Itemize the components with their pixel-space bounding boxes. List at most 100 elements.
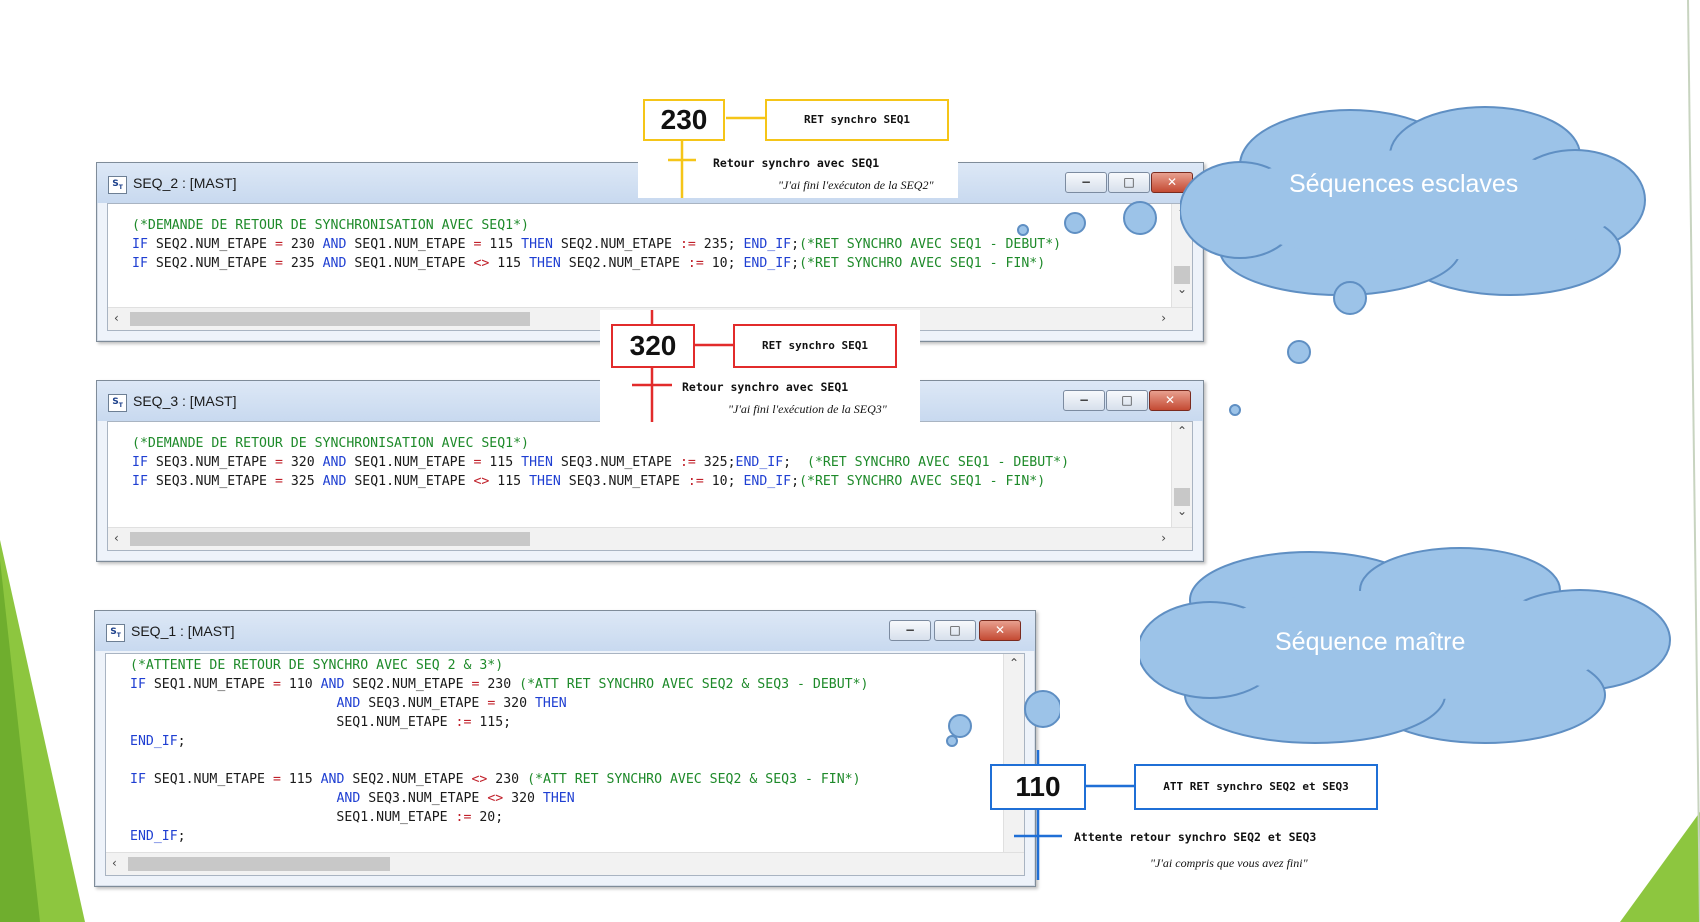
minimize-button[interactable]: − bbox=[1065, 172, 1107, 193]
close-button[interactable]: ✕ bbox=[1149, 390, 1191, 411]
minimize-button[interactable]: − bbox=[889, 620, 931, 641]
grafcet-lines bbox=[632, 310, 734, 422]
code-operator: <> bbox=[473, 474, 490, 489]
code-text: SEQ3.NUM_ETAPE bbox=[360, 791, 488, 806]
structured-text-icon: ST bbox=[108, 176, 127, 194]
code-operator: = bbox=[274, 455, 283, 470]
code-line: IF SEQ3.NUM_ETAPE = 320 AND SEQ1.NUM_ETA… bbox=[132, 455, 1069, 470]
maximize-button[interactable]: □ bbox=[934, 620, 976, 641]
seq1-titlebar[interactable]: ST SEQ_1 : [MAST] − □ ✕ bbox=[95, 611, 1035, 651]
code-keyword: THEN bbox=[521, 237, 553, 252]
code-keyword: END_IF bbox=[743, 256, 792, 271]
code-text: SEQ2.NUM_ETAPE bbox=[344, 772, 472, 787]
code-keyword: AND bbox=[322, 256, 347, 271]
code-text: 115 bbox=[481, 455, 522, 470]
code-keyword: THEN bbox=[529, 474, 561, 489]
code-line: (*ATTENTE DE RETOUR DE SYNCHRO AVEC SEQ … bbox=[130, 658, 503, 673]
code-line: AND SEQ3.NUM_ETAPE <> 320 THEN bbox=[130, 791, 575, 806]
code-text: ; bbox=[791, 256, 800, 271]
grafcet-lines bbox=[668, 116, 766, 198]
code-comment: (*RET SYNCHRO AVEC SEQ1 - DEBUT*) bbox=[799, 237, 1062, 252]
thought-bubbles-master bbox=[946, 690, 1060, 747]
code-text: 115 bbox=[481, 237, 522, 252]
code-text: SEQ2.NUM_ETAPE bbox=[147, 256, 275, 271]
top-right-line bbox=[1687, 0, 1700, 922]
code-text: SEQ3.NUM_ETAPE bbox=[147, 474, 275, 489]
code-text: ; bbox=[177, 829, 186, 844]
code-operator: = bbox=[274, 237, 283, 252]
step-box: 110 bbox=[990, 764, 1086, 810]
code-line: AND SEQ3.NUM_ETAPE = 320 THEN bbox=[130, 696, 567, 711]
code-text: 230 bbox=[479, 677, 520, 692]
code-text: SEQ2.NUM_ETAPE bbox=[147, 237, 275, 252]
scroll-left-icon[interactable]: ‹ bbox=[114, 311, 119, 325]
code-text: 115 bbox=[280, 772, 321, 787]
code-text: 325 bbox=[282, 474, 323, 489]
horizontal-scrollbar[interactable]: ‹ › bbox=[108, 527, 1192, 550]
code-comment: (*DEMANDE DE RETOUR DE SYNCHRONISATION A… bbox=[132, 436, 529, 451]
action-box: RET synchro SEQ1 bbox=[733, 324, 897, 368]
code-operator: = bbox=[471, 677, 480, 692]
scroll-up-icon[interactable]: ⌃ bbox=[1009, 656, 1020, 670]
code-line: END_IF; bbox=[130, 829, 186, 844]
code-text: SEQ1.NUM_ETAPE bbox=[346, 474, 474, 489]
code-keyword: THEN bbox=[534, 696, 567, 711]
code-keyword: IF bbox=[130, 772, 146, 787]
code-text: 110 bbox=[280, 677, 321, 692]
code-line: END_IF; bbox=[130, 734, 186, 749]
code-editor[interactable]: (*DEMANDE DE RETOUR DE SYNCHRONISATION A… bbox=[107, 421, 1193, 551]
code-text: SEQ1.NUM_ETAPE bbox=[130, 810, 456, 825]
horizontal-scrollbar[interactable]: ‹ bbox=[106, 852, 1024, 875]
window-title: SEQ_3 : [MAST] bbox=[133, 393, 237, 409]
scroll-thumb[interactable] bbox=[128, 857, 390, 871]
scroll-down-icon[interactable]: ⌄ bbox=[1177, 282, 1188, 296]
seq1-window: ST SEQ_1 : [MAST] − □ ✕ (*ATTENTE DE RET… bbox=[94, 610, 1036, 887]
code-text: 115; bbox=[471, 715, 512, 730]
code-text bbox=[130, 791, 336, 806]
minimize-button[interactable]: − bbox=[1063, 390, 1105, 411]
scroll-left-icon[interactable]: ‹ bbox=[112, 856, 117, 870]
seq3-window: ST SEQ_3 : [MAST] − □ ✕ (*DEMANDE DE RET… bbox=[96, 380, 1204, 562]
maximize-button[interactable]: □ bbox=[1106, 390, 1148, 411]
scroll-right-icon[interactable]: › bbox=[1161, 531, 1166, 545]
transition-label: Attente retour synchro SEQ2 et SEQ3 bbox=[1074, 830, 1317, 844]
code-keyword: AND bbox=[320, 677, 345, 692]
scroll-up-icon[interactable]: ⌃ bbox=[1177, 424, 1188, 438]
code-text: 10; bbox=[703, 256, 744, 271]
code-keyword: AND bbox=[336, 696, 361, 711]
code-operator: = bbox=[473, 455, 482, 470]
scroll-thumb[interactable] bbox=[130, 532, 530, 546]
maximize-button[interactable]: □ bbox=[1108, 172, 1150, 193]
transition-label: Retour synchro avec SEQ1 bbox=[713, 156, 880, 170]
code-operator: := bbox=[687, 474, 704, 489]
scroll-down-icon[interactable]: ⌄ bbox=[1177, 504, 1188, 518]
scroll-thumb[interactable] bbox=[1174, 488, 1190, 506]
code-operator: = bbox=[274, 474, 283, 489]
code-editor[interactable]: (*ATTENTE DE RETOUR DE SYNCHRO AVEC SEQ … bbox=[105, 653, 1025, 876]
code-text bbox=[130, 696, 336, 711]
scroll-thumb[interactable] bbox=[1174, 266, 1190, 284]
code-keyword: AND bbox=[322, 474, 347, 489]
code-text: 325; bbox=[695, 455, 736, 470]
vertical-scrollbar[interactable]: ⌃ ⌄ bbox=[1171, 422, 1192, 528]
code-operator: <> bbox=[471, 772, 488, 787]
code-keyword: THEN bbox=[542, 791, 575, 806]
scroll-thumb[interactable] bbox=[130, 312, 530, 326]
code-operator: := bbox=[455, 715, 472, 730]
code-line: IF SEQ3.NUM_ETAPE = 325 AND SEQ1.NUM_ETA… bbox=[132, 474, 1045, 489]
close-button[interactable]: ✕ bbox=[979, 620, 1021, 641]
scroll-right-icon[interactable]: › bbox=[1161, 311, 1166, 325]
code-text: ; bbox=[791, 237, 800, 252]
code-comment: (*DEMANDE DE RETOUR DE SYNCHRONISATION A… bbox=[132, 218, 529, 233]
code-text: 20; bbox=[471, 810, 504, 825]
code-text: 320 bbox=[495, 696, 535, 711]
code-text: ; bbox=[783, 455, 807, 470]
code-keyword: AND bbox=[336, 791, 361, 806]
code-text: SEQ3.NUM_ETAPE bbox=[147, 455, 275, 470]
scroll-left-icon[interactable]: ‹ bbox=[114, 531, 119, 545]
code-keyword: IF bbox=[132, 237, 148, 252]
code-text: SEQ1.NUM_ETAPE bbox=[346, 237, 474, 252]
grafcet-step-320: 320 RET synchro SEQ1 Retour synchro avec… bbox=[600, 310, 920, 425]
window-title: SEQ_2 : [MAST] bbox=[133, 175, 237, 191]
code-operator: <> bbox=[487, 791, 504, 806]
